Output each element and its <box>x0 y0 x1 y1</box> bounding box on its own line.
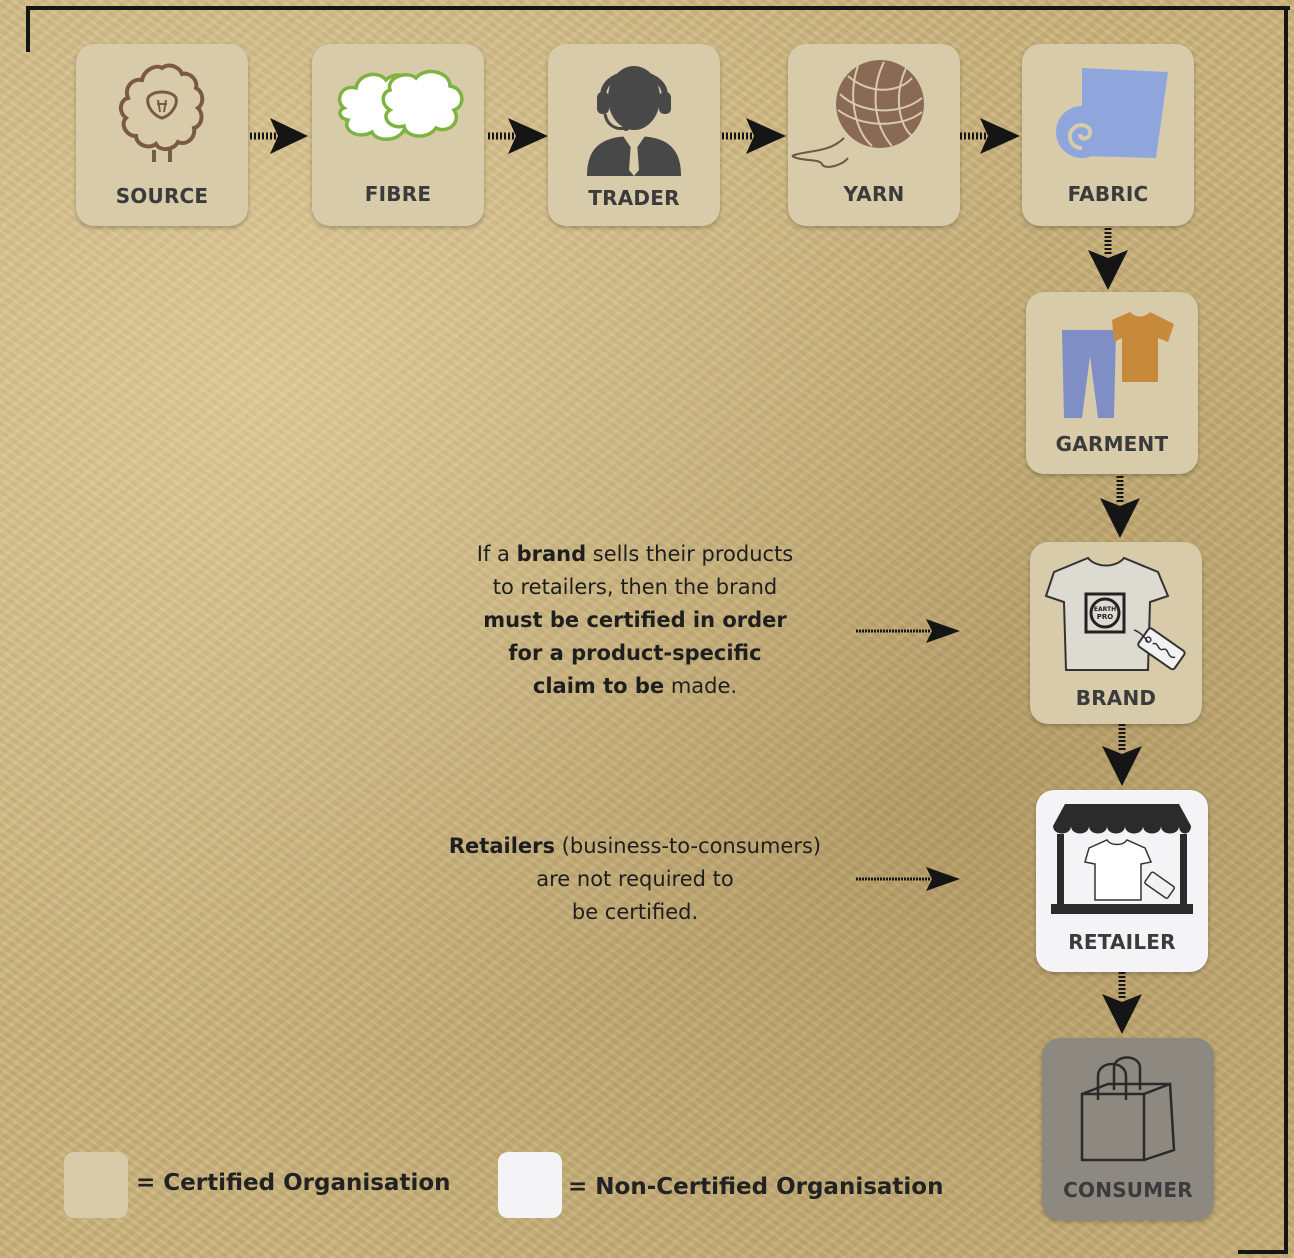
arrow-source-to-fibre <box>250 118 308 154</box>
frame-left-line <box>26 6 30 52</box>
node-brand-label: BRAND <box>1075 686 1157 710</box>
node-consumer: CONSUMER <box>1042 1038 1214 1220</box>
cotton-cloud-icon <box>337 69 464 141</box>
brand-note: If a brand sells their products to retai… <box>476 542 794 698</box>
legend-certified-swatch <box>64 1152 128 1218</box>
node-retailer-label: RETAILER <box>1068 930 1176 954</box>
node-trader: TRADER <box>548 44 720 226</box>
frame-top-line <box>26 6 1290 10</box>
arrow-note-to-brand <box>856 619 960 643</box>
node-fibre: FIBRE <box>312 44 484 226</box>
legend-certified-label: = Certified Organisation <box>136 1170 451 1196</box>
arrow-note-to-retailer <box>856 867 960 891</box>
arrow-fibre-to-trader <box>488 118 548 154</box>
retailer-note: Retailers (business-to-consumers) are no… <box>448 834 822 924</box>
node-garment-label: GARMENT <box>1055 432 1169 456</box>
node-yarn: YARN <box>788 44 960 226</box>
node-trader-label: TRADER <box>588 186 680 210</box>
node-source: SOURCE <box>76 44 248 226</box>
frame-bottom-line <box>1238 1250 1288 1254</box>
node-garment: GARMENT <box>1026 292 1198 474</box>
shop-stall-icon <box>1051 804 1193 914</box>
arrow-yarn-to-fabric <box>960 118 1020 154</box>
legend-non-certified-label: = Non-Certified Organisation <box>568 1174 944 1200</box>
fabric-roll-icon <box>1056 68 1168 158</box>
shopping-bag-icon <box>1080 1056 1176 1162</box>
arrow-brand-to-retailer <box>1102 724 1142 786</box>
node-source-label: SOURCE <box>115 184 209 208</box>
arrow-retailer-to-consumer <box>1102 972 1142 1034</box>
legend-non-certified-swatch <box>498 1152 562 1218</box>
node-fabric: FABRIC <box>1022 44 1194 226</box>
arrow-trader-to-yarn <box>722 118 786 154</box>
headset-person-icon <box>587 66 681 176</box>
frame-right-line <box>1284 6 1288 1254</box>
svg-text:EARTH: EARTH <box>1094 606 1116 613</box>
sheep-icon <box>119 63 205 162</box>
arrow-garment-to-brand <box>1100 476 1140 538</box>
node-yarn-label: YARN <box>843 182 905 206</box>
node-retailer: RETAILER <box>1036 790 1208 972</box>
trousers-and-shirt-icon <box>1062 312 1174 418</box>
svg-text:PRO: PRO <box>1097 613 1114 621</box>
node-brand: EARTH PRO BRAND <box>1030 542 1202 724</box>
tshirt-with-tag-icon: EARTH PRO <box>1044 556 1186 671</box>
yarn-ball-icon <box>791 60 924 168</box>
node-fabric-label: FABRIC <box>1067 182 1149 206</box>
node-consumer-label: CONSUMER <box>1063 1178 1193 1202</box>
arrow-fabric-to-garment <box>1088 228 1128 290</box>
node-fibre-label: FIBRE <box>364 182 432 206</box>
